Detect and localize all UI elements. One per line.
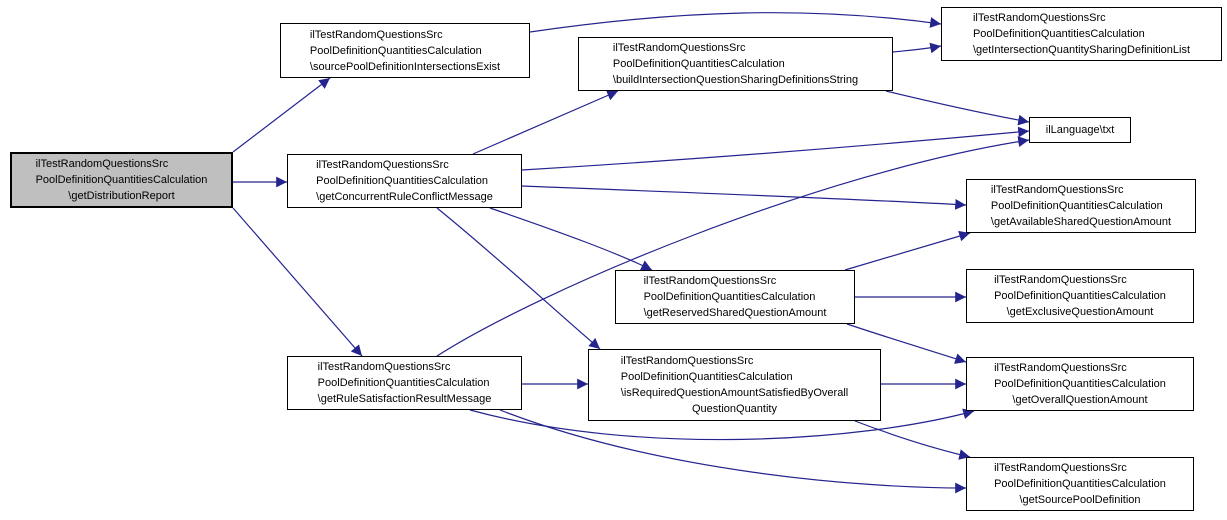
node-label-line: PoolDefinitionQuantitiesCalculation <box>994 378 1166 390</box>
node-label-line: ilTestRandomQuestionsSrc <box>994 274 1127 286</box>
node-label-line: PoolDefinitionQuantitiesCalculation <box>612 58 785 70</box>
edge-get-reserved-shared-question-amount-to-get-overall-question-amount <box>846 323 967 364</box>
node-label-line: PoolDefinitionQuantitiesCalculation <box>990 200 1163 212</box>
edge-get-concurrent-rule-conflict-message-to-is-required-question-amount-satisfied-by-overall-question-quantity <box>436 207 601 350</box>
node-label-line: \buildIntersectionQuestionSharingDefinit… <box>612 74 859 86</box>
node-label-line: \getOverallQuestionAmount <box>1012 394 1148 406</box>
node-label-line: PoolDefinitionQuantitiesCalculation <box>972 28 1145 40</box>
edge-get-reserved-shared-question-amount-to-get-available-shared-question-amount <box>844 230 971 271</box>
edge-build-intersection-question-sharing-definitions-string-to-get-intersection-quantity-sharing-definition-list <box>892 42 942 54</box>
node-label-line: PoolDefinitionQuantitiesCalculation <box>643 291 816 303</box>
node-label-line: \getReservedSharedQuestionAmount <box>643 307 827 319</box>
node-label-line: ilTestRandomQuestionsSrc <box>620 355 754 367</box>
edge-get-rule-satisfaction-result-message-to-il-language-txt <box>436 136 1030 357</box>
node-label-line: ilTestRandomQuestionsSrc <box>972 12 1106 24</box>
node-label-line: \getAvailableSharedQuestionAmount <box>990 216 1172 228</box>
node-label-line: ilTestRandomQuestionsSrc <box>994 462 1127 474</box>
edge-get-concurrent-rule-conflict-message-to-get-reserved-shared-question-amount <box>489 207 653 271</box>
edge-get-distribution-report-to-source-pool-definition-intersections-exist <box>232 77 331 153</box>
node-label-line: PoolDefinitionQuantitiesCalculation <box>994 478 1166 490</box>
node-il-language-txt[interactable]: ilLanguage\txt <box>1029 117 1131 143</box>
node-label-line: \getSourcePoolDefinition <box>1019 494 1141 506</box>
edge-get-distribution-report-to-get-rule-satisfaction-result-message <box>232 207 363 357</box>
edge-get-concurrent-rule-conflict-message-to-get-available-shared-question-amount <box>521 185 967 210</box>
node-label-line: PoolDefinitionQuantitiesCalculation <box>620 371 793 383</box>
node-label-line: \getDistributionReport <box>68 190 175 202</box>
node-label-line: ilTestRandomQuestionsSrc <box>994 362 1127 374</box>
node-label-line: PoolDefinitionQuantitiesCalculation <box>309 44 482 57</box>
node-label-line: \getIntersectionQuantitySharingDefinitio… <box>972 44 1191 56</box>
edge-is-required-question-amount-satisfied-by-overall-question-quantity-to-get-source-pool-definition <box>854 420 971 460</box>
node-label-line: ilTestRandomQuestionsSrc <box>643 275 777 287</box>
node-label-line: PoolDefinitionQuantitiesCalculation <box>35 174 208 186</box>
node-label-line: \sourcePoolDefinitionIntersectionsExist <box>309 60 501 73</box>
node-label-line: ilTestRandomQuestionsSrc <box>316 159 449 171</box>
node-label-line: \getRuleSatisfactionResultMessage <box>317 393 492 405</box>
edge-get-rule-satisfaction-result-message-to-get-source-pool-definition <box>499 409 967 494</box>
node-label-line: \getExclusiveQuestionAmount <box>1006 306 1154 318</box>
node-label-line: ilTestRandomQuestionsSrc <box>612 42 746 54</box>
node-label: ilLanguage\txt <box>1046 122 1115 138</box>
node-label-line: \isRequiredQuestionAmountSatisfiedByOver… <box>620 387 849 399</box>
node-label-line: ilTestRandomQuestionsSrc <box>317 361 451 373</box>
node-label-line: ilTestRandomQuestionsSrc <box>309 28 443 41</box>
node-label-line: \getConcurrentRuleConflictMessage <box>316 191 493 203</box>
edge-build-intersection-question-sharing-definitions-string-to-il-language-txt <box>885 90 1030 126</box>
edge-source-pool-definition-intersections-exist-to-get-intersection-quantity-sharing-definition-list <box>529 12 942 33</box>
node-label-line: ilTestRandomQuestionsSrc <box>990 184 1124 196</box>
node-label-line: PoolDefinitionQuantitiesCalculation <box>316 175 488 187</box>
node-label-line: QuestionQuantity <box>691 403 777 415</box>
edge-get-concurrent-rule-conflict-message-to-build-intersection-question-sharing-definitions-string <box>472 90 619 155</box>
node-label-line: ilLanguage\txt <box>1045 124 1115 136</box>
node-label-line: PoolDefinitionQuantitiesCalculation <box>317 377 490 389</box>
node-label-line: ilTestRandomQuestionsSrc <box>35 158 169 170</box>
node-label-line: PoolDefinitionQuantitiesCalculation <box>994 290 1166 302</box>
edge-get-concurrent-rule-conflict-message-to-il-language-txt <box>521 126 1030 171</box>
